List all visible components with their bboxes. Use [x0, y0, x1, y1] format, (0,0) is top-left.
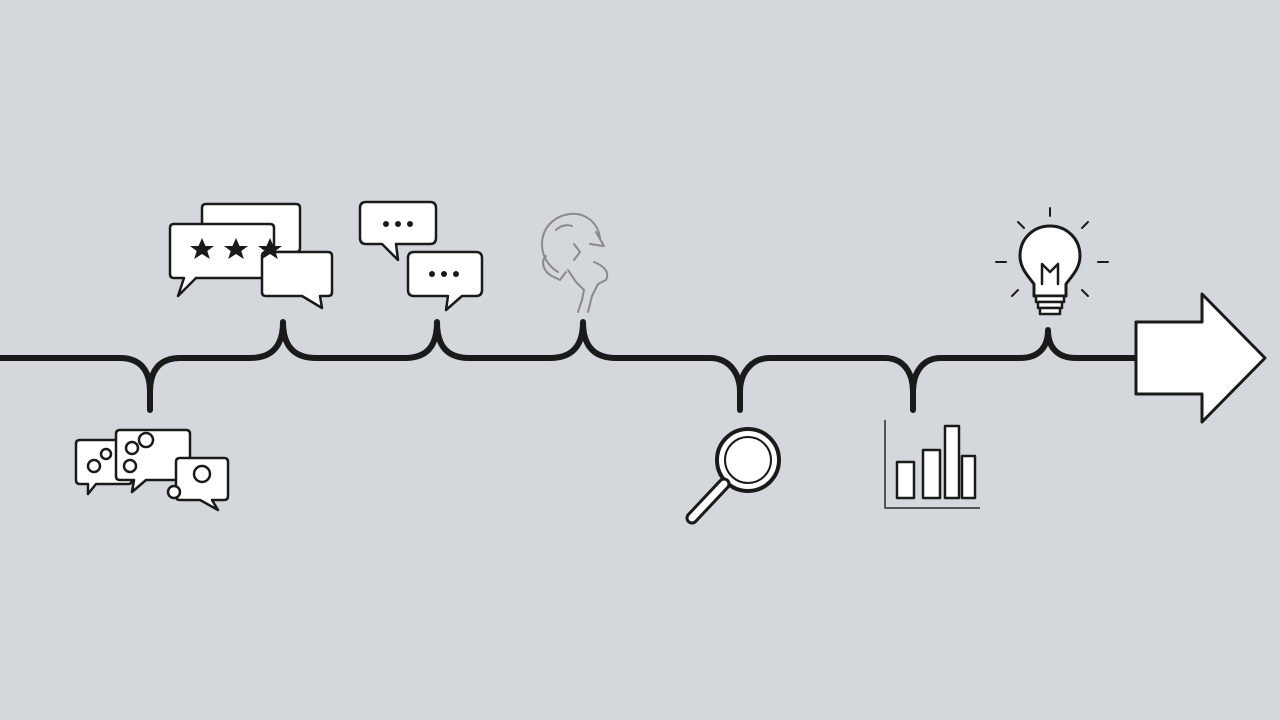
speech-bubbles-ellipsis-icon	[358, 200, 484, 312]
arrow-right-icon	[1134, 292, 1267, 424]
magnifying-glass-icon	[685, 427, 781, 525]
timeline-line	[0, 319, 1141, 413]
chat-bubbles-circles-icon	[74, 428, 230, 512]
light-rays	[995, 207, 1109, 297]
review-stars-bubbles-icon	[168, 202, 334, 310]
rating-stars	[190, 238, 282, 259]
refresh-head-icon	[541, 212, 609, 313]
bar-chart-icon	[884, 420, 980, 509]
lightbulb-icon	[995, 207, 1109, 316]
